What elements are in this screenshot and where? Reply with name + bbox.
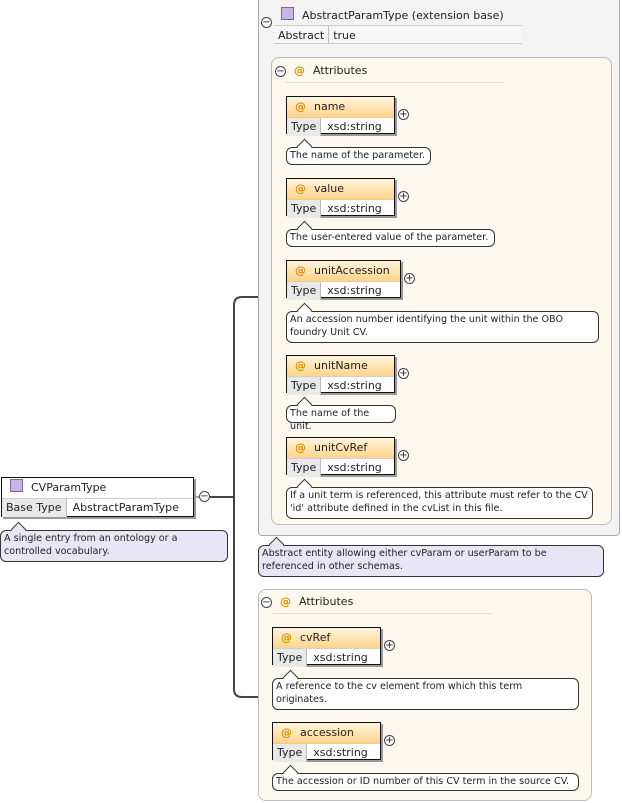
attribute-icon: @: [294, 64, 305, 77]
attribute-icon: @: [295, 441, 306, 454]
divider: [272, 613, 492, 614]
base-type-header: AbstractParamType (extension base): [281, 7, 504, 23]
divider: [285, 82, 505, 83]
attribute-name: unitCvRef: [314, 441, 368, 454]
expand-icon[interactable]: +: [404, 273, 415, 284]
doc-text: The name of the parameter.: [290, 150, 426, 161]
attribute-box-value[interactable]: @ value Type xsd:string: [286, 178, 395, 218]
doc-text: If a unit term is referenced, this attri…: [290, 490, 588, 514]
doc-text: An accession number identifying the unit…: [290, 314, 564, 338]
expand-icon[interactable]: +: [398, 109, 409, 120]
attribute-box-unitcvref[interactable]: @ unitCvRef Type xsd:string: [286, 437, 395, 477]
row-key: Type: [287, 282, 322, 300]
base-type-name: AbstractParamType (extension base): [302, 9, 504, 22]
row-key: Type: [287, 118, 322, 136]
expand-icon[interactable]: +: [398, 450, 409, 461]
attribute-icon: @: [280, 595, 291, 608]
attribute-doc-note: An accession number identifying the unit…: [286, 302, 599, 343]
doc-text: The user-entered value of the parameter.: [290, 232, 489, 243]
attribute-doc-note: The user-entered value of the parameter.: [286, 220, 495, 247]
collapse-icon[interactable]: −: [261, 597, 272, 608]
attribute-box-accession[interactable]: @ accession Type xsd:string: [272, 722, 381, 762]
attributes-label-text: Attributes: [313, 64, 368, 77]
row-value: xsd:string: [327, 379, 382, 392]
attributes-label-text: Attributes: [299, 595, 354, 608]
expand-icon[interactable]: +: [398, 368, 409, 379]
collapse-icon[interactable]: −: [261, 17, 272, 28]
attribute-box-name[interactable]: @ name Type xsd:string: [286, 96, 395, 136]
doc-text: The name of the unit.: [290, 408, 370, 432]
complex-type-icon: [10, 479, 23, 492]
attribute-icon: @: [295, 100, 306, 113]
doc-text: Abstract entity allowing either cvParam …: [262, 548, 547, 572]
attribute-doc-note: A reference to the cv element from which…: [272, 669, 579, 710]
attribute-box-cvref[interactable]: @ cvRef Type xsd:string: [272, 627, 381, 667]
expand-icon[interactable]: +: [398, 191, 409, 202]
row-key: Type: [273, 744, 308, 762]
attribute-doc-note: The name of the parameter.: [286, 138, 431, 165]
root-base-type-row: Base Type AbstractParamType: [2, 498, 193, 517]
row-value: true: [333, 29, 356, 42]
attribute-doc-note: If a unit term is referenced, this attri…: [286, 478, 593, 519]
collapse-icon[interactable]: −: [275, 66, 286, 77]
row-value: xsd:string: [313, 746, 368, 759]
attribute-icon: @: [295, 359, 306, 372]
attribute-name: name: [314, 100, 346, 113]
row-key: Type: [273, 649, 308, 667]
expand-icon[interactable]: +: [384, 640, 395, 651]
attribute-name: cvRef: [300, 631, 331, 644]
row-value: AbstractParamType: [72, 501, 179, 514]
doc-text: A single entry from an ontology or a con…: [4, 533, 178, 557]
row-value: xsd:string: [327, 284, 382, 297]
expand-icon[interactable]: +: [384, 735, 395, 746]
doc-text: The accession or ID number of this CV te…: [276, 776, 570, 787]
root-doc-note: A single entry from an ontology or a con…: [0, 521, 228, 562]
attribute-box-unitname[interactable]: @ unitName Type xsd:string: [286, 355, 395, 395]
attribute-name: unitName: [314, 359, 368, 372]
base-type-doc-note: Abstract entity allowing either cvParam …: [258, 536, 604, 577]
attribute-name: unitAccession: [314, 264, 390, 277]
attribute-name: value: [314, 182, 345, 195]
root-type-name: CVParamType: [31, 481, 107, 494]
row-key: Type: [287, 459, 322, 477]
attribute-icon: @: [295, 182, 306, 195]
root-type-box[interactable]: CVParamType Base Type AbstractParamType: [1, 477, 194, 517]
row-value: xsd:string: [327, 202, 382, 215]
attribute-icon: @: [295, 264, 306, 277]
doc-text: A reference to the cv element from which…: [276, 681, 523, 705]
row-value: xsd:string: [313, 651, 368, 664]
attribute-box-unitaccession[interactable]: @ unitAccession Type xsd:string: [286, 260, 401, 300]
row-key: Type: [287, 200, 322, 218]
row-key: Type: [287, 377, 322, 395]
attribute-name: accession: [300, 726, 354, 739]
root-type-header: CVParamType: [2, 478, 193, 498]
row-value: xsd:string: [327, 120, 382, 133]
attribute-icon: @: [281, 631, 292, 644]
attributes-label: @ Attributes: [280, 594, 353, 610]
row-key: Base Type: [2, 499, 67, 517]
row-key: Abstract: [274, 26, 330, 43]
row-value: xsd:string: [327, 461, 382, 474]
attribute-doc-note: The name of the unit.: [286, 396, 396, 432]
attribute-icon: @: [281, 726, 292, 739]
complex-type-icon: [281, 7, 294, 20]
attributes-label: @ Attributes: [294, 63, 367, 79]
collapse-icon[interactable]: −: [199, 491, 210, 502]
attribute-doc-note: The accession or ID number of this CV te…: [272, 764, 579, 791]
